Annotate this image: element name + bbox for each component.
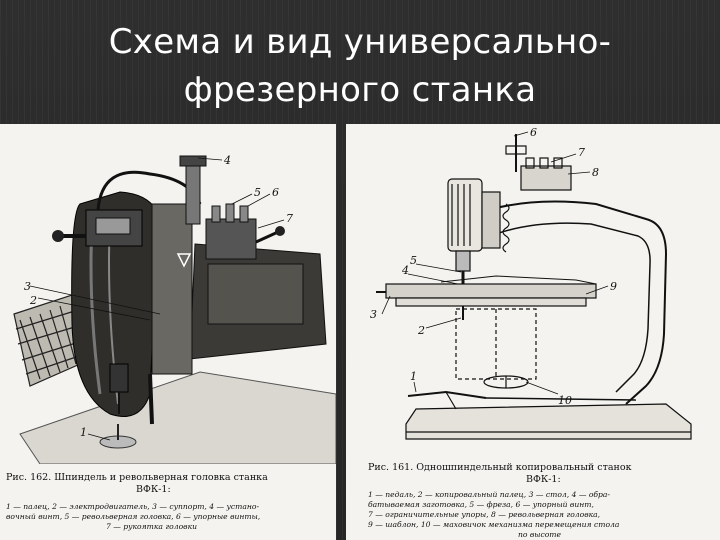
work-table — [385, 283, 597, 299]
copy-milling-machine-diagram: 6 7 8 4 5 3 2 9 10 1 — [370, 126, 692, 440]
left-caption-body-line-1: 1 — палец, 2 — электродвигатель, 3 — суп… — [6, 502, 260, 511]
housing-panel — [207, 263, 304, 325]
slide-title-line-1: Схема и вид универсально- — [108, 22, 612, 62]
table-column-hidden — [455, 308, 537, 380]
slide-title: Схема и вид универсально- фрезерного ста… — [0, 18, 720, 114]
mesh-guard — [13, 293, 81, 387]
milling-head-illustration: 3 2 4 5 6 7 1 — [13, 154, 336, 464]
callout-3: 3 — [24, 280, 31, 293]
right-caption-body-line-1: 1 — педаль, 2 — копировальный палец, 3 —… — [368, 490, 610, 499]
machine-frame-arm — [475, 200, 668, 405]
callout-7: 7 — [286, 212, 293, 225]
callout-4: 4 — [223, 154, 231, 167]
left-caption-title: Рис. 162. Шпиндель и револьверная головк… — [6, 472, 332, 496]
right-caption-title-line-1: Рис. 161. Одношпиндельный копировальный … — [368, 462, 632, 473]
callout-10: 10 — [558, 394, 572, 407]
right-caption-body-line-2: батываемая заготовка, 5 — фреза, 6 — упо… — [368, 500, 594, 509]
callout-3: 3 — [370, 308, 377, 321]
slide-title-line-2: фрезерного станка — [183, 70, 537, 110]
right-caption-body-line-5: по высоте — [518, 530, 562, 539]
callout-9: 9 — [610, 280, 617, 293]
left-caption-body: 1 — палец, 2 — электродвигатель, 3 — суп… — [6, 502, 332, 532]
right-caption-title-line-2: ВФК-1: — [526, 474, 561, 485]
head-handle — [255, 230, 279, 244]
turret-head — [205, 218, 257, 260]
left-caption-body-line-3: 7 — рукоятка головки — [106, 522, 197, 531]
counter-spring — [502, 203, 510, 253]
callout-4: 4 — [401, 264, 409, 277]
setting-screw — [185, 163, 201, 225]
template — [440, 275, 597, 285]
callout-2: 2 — [29, 294, 37, 307]
callout-5: 5 — [254, 186, 261, 199]
machine-table-surface — [19, 371, 336, 464]
callout-1: 1 — [410, 370, 417, 383]
machine-base — [405, 403, 692, 440]
callout-1: 1 — [80, 426, 87, 439]
right-caption-title: Рис. 161. Одношпиндельный копировальный … — [368, 462, 716, 486]
left-figure-panel: 3 2 4 5 6 7 1 Рис. 162. Шпиндель и револ… — [0, 124, 336, 540]
right-caption-body-line-4: 9 — шаблон, 10 — маховичок механизма пер… — [368, 520, 620, 529]
side-knob — [52, 230, 64, 242]
spindle-nose — [109, 363, 129, 393]
callout-2: 2 — [417, 324, 425, 337]
callout-5: 5 — [410, 254, 417, 267]
left-caption-title-line-1: Рис. 162. Шпиндель и револьверная головк… — [6, 472, 268, 483]
left-caption-title-line-2: ВФК-1: — [136, 484, 171, 495]
spindle-motor — [447, 178, 483, 252]
revolver-head — [520, 165, 572, 191]
right-caption-body: 1 — педаль, 2 — копировальный палец, 3 —… — [368, 490, 718, 540]
callout-8: 8 — [592, 166, 599, 179]
callout-6: 6 — [272, 186, 279, 199]
spindle-slide — [151, 203, 193, 375]
callout-6: 6 — [530, 126, 537, 139]
right-caption-body-line-3: 7 — ограничительные упоры, 8 — револьвер… — [368, 510, 601, 519]
right-figure-panel: 6 7 8 4 5 3 2 9 10 1 Рис. 161. Одношпинд… — [346, 124, 720, 540]
callout-7: 7 — [578, 146, 585, 159]
left-caption-body-line-2: вочный винт, 5 — револьверная головка, 6… — [6, 512, 261, 521]
